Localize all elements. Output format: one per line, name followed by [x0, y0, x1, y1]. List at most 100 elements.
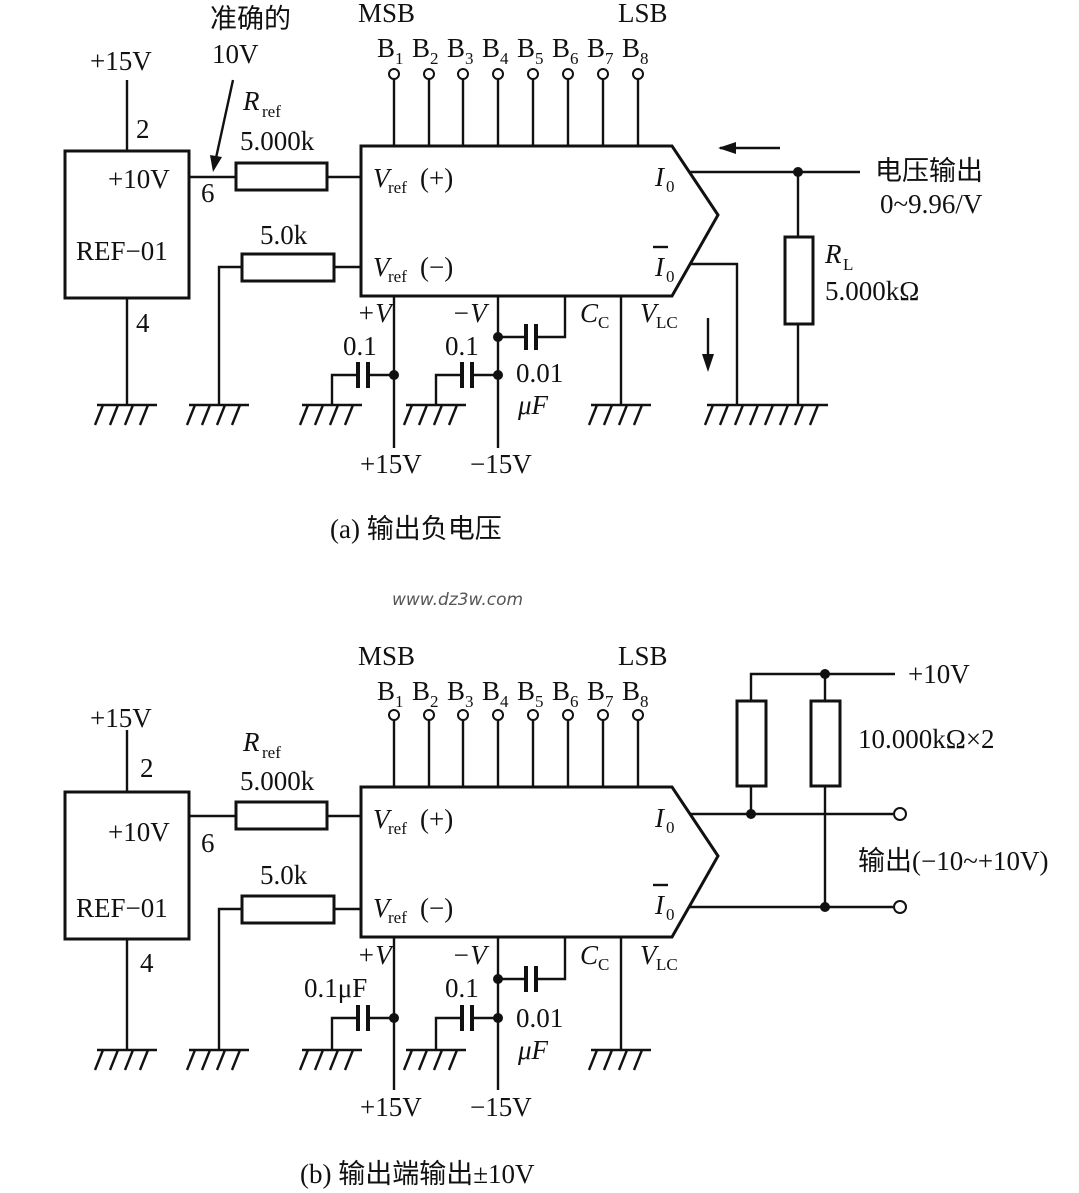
rref-resistor-b: [234, 800, 329, 831]
ground-icon: [298, 403, 362, 426]
bit-4-sub-b: 4: [500, 692, 509, 711]
rl-label-a: R: [824, 239, 842, 269]
bit-8-b: B: [622, 676, 640, 706]
cap2-value-a: 0.1: [445, 331, 479, 361]
supply-pos-b: +15V: [360, 1092, 422, 1122]
msb-label-a: MSB: [358, 0, 415, 28]
io-bar-a: I: [654, 252, 666, 282]
cap2-value-b: 0.1: [445, 973, 479, 1003]
vlc-sub-b: LC: [656, 955, 678, 974]
rl-value-a: 5.000kΩ: [825, 276, 919, 306]
pin6-b: 6: [201, 828, 215, 858]
output-terminal-2: [893, 900, 907, 914]
cc-b: C: [580, 940, 599, 970]
ref01-chip-a: [63, 149, 191, 300]
plus15-top-b: +15V: [90, 703, 152, 733]
io-b: I: [654, 803, 666, 833]
supply-pos-a: +15V: [360, 449, 422, 479]
bit-4-b: B: [482, 676, 500, 706]
r2-value-a: 5.0k: [260, 220, 308, 250]
cap3-value-b: 0.01: [516, 1003, 563, 1033]
ground-icon: [402, 1048, 466, 1071]
ref01-name-b: REF−01: [76, 893, 168, 923]
io-bar-sub-a: 0: [666, 267, 675, 286]
bit-1-sub-a: 1: [395, 49, 404, 68]
vlc-b: V: [640, 940, 660, 970]
caption-a: (a) 输出负电压: [330, 514, 502, 544]
resistors-label-b: 10.000kΩ×2: [858, 724, 995, 754]
note-accurate-a: 准确的: [210, 4, 291, 34]
out-label-b: 输出(−10~+10V): [858, 846, 1049, 876]
ground-icon: [587, 1048, 651, 1071]
vref-plus-tail-a: (+): [420, 163, 453, 193]
pin4-b: 4: [140, 948, 154, 978]
bit-3-b: B: [447, 676, 465, 706]
bit-pins-b: [388, 709, 644, 787]
bit-3-sub-b: 3: [465, 692, 474, 711]
bit-2-sub-b: 2: [430, 692, 439, 711]
out-range-a: 0~9.96/V: [880, 189, 983, 219]
vlc-a: V: [640, 298, 660, 328]
vminus-a: −V: [452, 298, 490, 328]
bit-6-b: B: [552, 676, 570, 706]
ground-icon: [185, 1048, 249, 1071]
vref-minus-tail-b: (−): [420, 893, 453, 923]
bit-1-b: B: [377, 676, 395, 706]
bit-6-sub-b: 6: [570, 692, 579, 711]
diagram-a: REF−01 +10V +15V 2 4 6 准确的 10V R ref 5.0…: [63, 0, 983, 544]
resistor-b-b: [809, 699, 842, 788]
note-10v-a: 10V: [212, 39, 259, 69]
watermark: www.dz3w.com: [392, 590, 523, 610]
plus10-label-b: +10V: [908, 659, 970, 689]
vref-plus-tail-b: (+): [420, 804, 453, 834]
rref-value-b: 5.000k: [240, 766, 315, 796]
vref-plus-sub-b: ref: [388, 819, 407, 838]
cap3-unit-b: μF: [517, 1035, 549, 1065]
rref-label-b: R: [242, 727, 260, 757]
rref-resistor-a: [234, 161, 329, 192]
bit-2-b: B: [412, 676, 430, 706]
bit-5-a: B: [517, 33, 535, 63]
ground-icon: [298, 1048, 362, 1071]
cc-sub-b: C: [598, 955, 609, 974]
io-bar-b: I: [654, 890, 666, 920]
bit-pins-a: [388, 68, 644, 146]
bit-6-sub-a: 6: [570, 49, 579, 68]
ground-icon: [402, 403, 466, 426]
bit-4-sub-a: 4: [500, 49, 509, 68]
vref-minus-sub-b: ref: [388, 908, 407, 927]
bit-5-b: B: [517, 676, 535, 706]
ground-icon: [703, 403, 828, 426]
bit-7-a: B: [587, 33, 605, 63]
supply-neg-b: −15V: [470, 1092, 532, 1122]
vref-plus-b: V: [373, 804, 393, 834]
vref-plus-sub-a: ref: [388, 178, 407, 197]
ref01-out-label-b: +10V: [108, 817, 170, 847]
cap3-value-a: 0.01: [516, 358, 563, 388]
cap3-unit-a: μF: [517, 390, 549, 420]
lsb-label-a: LSB: [618, 0, 668, 28]
rref-sub-b: ref: [262, 743, 281, 762]
pin2-a: 2: [136, 114, 150, 144]
arrow-icon: [210, 155, 222, 172]
bit-2-sub-a: 2: [430, 49, 439, 68]
bit-8-sub-a: 8: [640, 49, 649, 68]
ground-icon: [93, 1048, 157, 1071]
vminus-b: −V: [452, 940, 490, 970]
caption-b: (b) 输出端输出±10V: [300, 1159, 535, 1189]
ground-icon: [185, 403, 249, 426]
bit-5-sub-b: 5: [535, 692, 544, 711]
vref-minus-b: V: [373, 893, 393, 923]
supply-neg-a: −15V: [470, 449, 532, 479]
cap1-value-b: 0.1μF: [304, 973, 367, 1003]
io-sub-b: 0: [666, 818, 675, 837]
ground-icon: [93, 403, 157, 426]
r2-resistor-b: [240, 894, 336, 925]
pin4-a: 4: [136, 308, 150, 338]
rref-value-a: 5.000k: [240, 126, 315, 156]
bit-6-a: B: [552, 33, 570, 63]
bit-1-a: B: [377, 33, 395, 63]
